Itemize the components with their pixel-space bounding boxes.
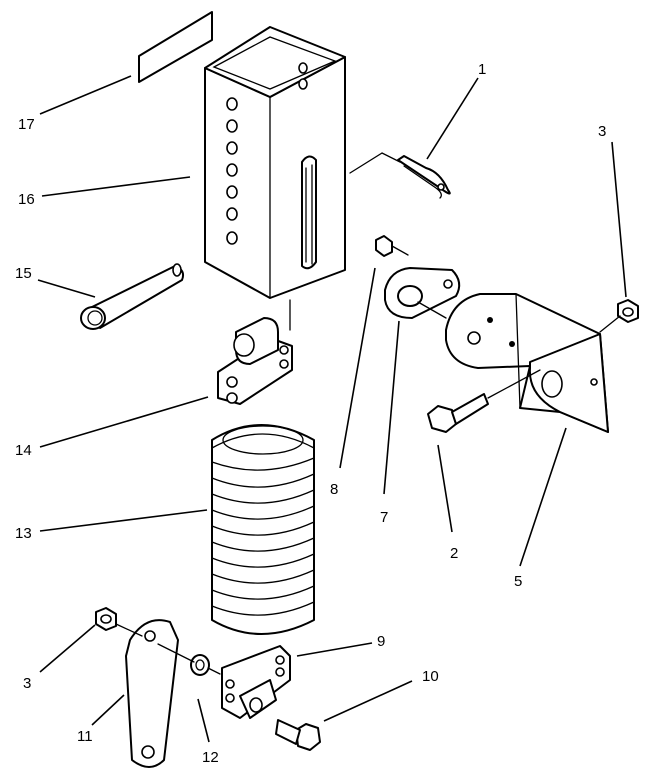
callout-11: 11 (77, 728, 93, 745)
callout-5: 5 (514, 573, 522, 590)
callout-17: 17 (18, 116, 35, 133)
part-17-decal (138, 11, 213, 83)
callout-3-upper: 3 (598, 123, 606, 140)
part-2-hex-bolt (427, 369, 541, 433)
callout-16: 16 (18, 191, 35, 208)
part-3-nut-lower (95, 607, 117, 631)
part-14-mount-bracket (217, 317, 293, 405)
assembly-lines (115, 152, 621, 675)
part-16-square-tube (204, 26, 346, 299)
part-13-compression-spring (211, 424, 315, 635)
callout-10: 10 (422, 668, 439, 685)
callout-1: 1 (478, 61, 486, 78)
callout-2: 2 (450, 545, 458, 562)
part-1-hair-pin-clip (397, 155, 451, 199)
part-10-hex-bolt (275, 719, 321, 751)
part-11-long-link (125, 619, 179, 768)
part-7-link-plate (384, 267, 461, 319)
callout-15: 15 (15, 265, 32, 282)
callout-9: 9 (377, 633, 385, 650)
part-9-plate-bracket (221, 645, 291, 719)
callout-3-lower: 3 (23, 675, 31, 692)
part-3-nut-upper (617, 299, 639, 323)
callout-12: 12 (202, 749, 219, 766)
part-8-small-bolt (375, 235, 409, 257)
callout-8: 8 (330, 481, 338, 498)
part-12-washer (190, 654, 210, 676)
callout-13: 13 (15, 525, 32, 542)
callout-7: 7 (380, 509, 388, 526)
part-5-angle-bracket (445, 293, 609, 433)
callout-labels: 17 16 15 14 13 1 3 8 7 2 5 3 9 10 11 12 (15, 61, 606, 766)
callout-14: 14 (15, 442, 32, 459)
leader-lines (37, 75, 627, 743)
part-15-clevis-pin (80, 263, 185, 330)
